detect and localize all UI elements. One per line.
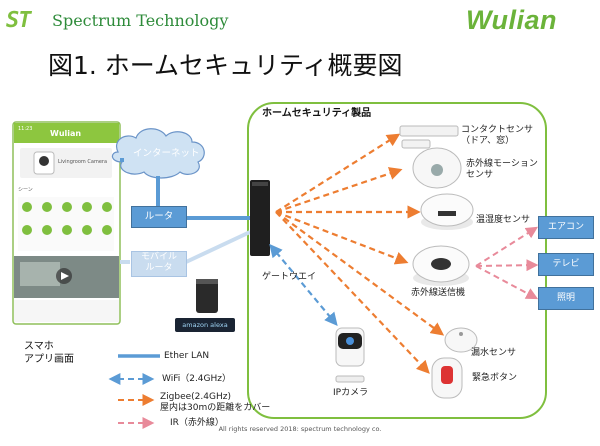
temp-humidity-label: 温湿度センサ bbox=[476, 215, 531, 225]
internet-label: インターネット bbox=[133, 148, 200, 159]
ir-aircon bbox=[475, 226, 539, 267]
emergency-button-device bbox=[431, 357, 463, 399]
internet-cloud bbox=[111, 128, 205, 179]
phone-camera-label: Livingroom Camera bbox=[58, 159, 108, 165]
contact-sensor-device bbox=[399, 125, 459, 149]
water-sensor-device bbox=[444, 327, 478, 353]
legend-wifi-label: WiFi（2.4GHz） bbox=[162, 374, 232, 384]
mobile-router-box: モバイル ルータ bbox=[131, 251, 187, 277]
phone-status-time: 11:23 bbox=[18, 126, 33, 132]
ir-light bbox=[475, 265, 539, 300]
gateway-label: ゲートウエイ bbox=[262, 272, 317, 282]
zigbee-contact bbox=[275, 133, 401, 213]
zigbee-emergency bbox=[275, 211, 430, 374]
zigbee-ir bbox=[275, 210, 409, 265]
phone-app-name: Wulian bbox=[50, 129, 82, 138]
legend-ether-label: Ether LAN bbox=[164, 351, 210, 361]
smartphone bbox=[12, 121, 121, 325]
ip-camera-label: IPカメラ bbox=[333, 388, 369, 398]
appliance-tv: テレビ bbox=[538, 253, 594, 276]
emergency-button-label: 緊急ボタン bbox=[472, 373, 518, 383]
motion-sensor-label: 赤外線モーション センサ bbox=[466, 159, 538, 180]
wifi-gateway-camera bbox=[269, 243, 338, 327]
contact-sensor-label: コンタクトセンサ （ドア、窓） bbox=[461, 125, 534, 146]
ether-mobile-gateway bbox=[185, 230, 251, 264]
ip-camera-device bbox=[335, 327, 365, 383]
alexa-speaker bbox=[196, 279, 218, 313]
legend-ir-label: IR（赤外線） bbox=[170, 418, 224, 428]
ir-transmitter-device bbox=[412, 245, 470, 286]
appliance-air-conditioner: エアコン bbox=[538, 216, 594, 239]
zigbee-motion bbox=[275, 167, 403, 214]
security-group-title: ホームセキュリティ製品 bbox=[262, 108, 372, 119]
temp-humidity-device bbox=[420, 193, 474, 230]
phone-scene-label: シーン bbox=[18, 187, 33, 193]
zigbee-water bbox=[275, 211, 445, 336]
water-sensor-label: 漏水センサ bbox=[471, 348, 517, 358]
legend-zigbee-label: Zigbee(2.4GHz) 屋内は30mの距離をカバー bbox=[160, 392, 271, 413]
wulian-logo: Wulian bbox=[466, 5, 558, 35]
alexa-label: amazon alexa bbox=[175, 318, 235, 332]
copyright-footer: All rights reserved 2018: spectrum techn… bbox=[218, 425, 382, 433]
ir-tv bbox=[475, 259, 539, 272]
gateway-device bbox=[250, 180, 270, 256]
motion-sensor-device bbox=[412, 147, 462, 189]
security-group-frame bbox=[247, 102, 547, 419]
page-title: 図1. ホームセキュリティ概要図 bbox=[48, 51, 403, 80]
phone-caption: スマホ アプリ画面 bbox=[24, 341, 74, 365]
st-logo: ST bbox=[6, 8, 31, 33]
ir-transmitter-label: 赤外線送信機 bbox=[411, 288, 466, 298]
company-name: Spectrum Technology bbox=[52, 11, 229, 30]
router-box: ルータ bbox=[131, 206, 187, 228]
appliance-lighting: 照明 bbox=[538, 287, 594, 310]
